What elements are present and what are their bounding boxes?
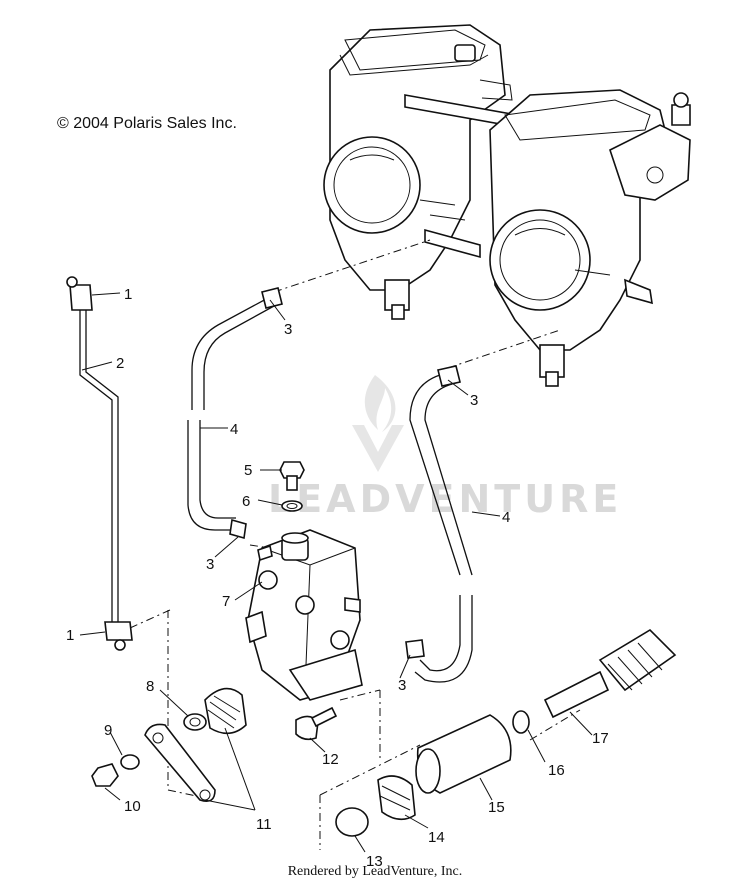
callout-11: 11	[256, 816, 272, 833]
callout-2: 2	[116, 355, 124, 372]
fuel-hose-left	[187, 287, 283, 540]
callout-6: 6	[242, 493, 250, 510]
callout-1-top: 1	[124, 286, 132, 303]
callout-16: 16	[548, 762, 565, 779]
drive-shaft-group	[335, 628, 677, 837]
render-credit: Rendered by LeadVenture, Inc.	[287, 864, 463, 879]
screw-12	[295, 706, 338, 741]
throttle-cable	[66, 276, 133, 651]
routing-lines	[129, 239, 581, 850]
callout-13: 13	[366, 853, 383, 870]
callout-1-bottom: 1	[66, 627, 74, 644]
callout-5: 5	[244, 462, 252, 479]
callout-3-b: 3	[470, 392, 478, 409]
callout-3-a: 3	[284, 321, 292, 338]
callout-7: 7	[222, 593, 230, 610]
callout-3-d: 3	[398, 677, 406, 694]
copyright-notice: © 2004 Polaris Sales Inc.	[57, 115, 237, 132]
callout-15: 15	[488, 799, 505, 816]
callout-4-left: 4	[230, 421, 238, 438]
callout-3-c: 3	[206, 556, 214, 573]
leader-lines	[79, 292, 593, 853]
callout-labels: 1 2 3 3 4 4 5 6 3 7 1 3 8 9 10 11 12 13 …	[66, 286, 609, 870]
watermark: LEADVENTURE	[268, 375, 622, 521]
callout-4-right: 4	[502, 509, 510, 526]
callout-9: 9	[104, 722, 112, 739]
callout-12: 12	[322, 751, 339, 768]
fuel-hose-right	[405, 365, 473, 683]
callout-17: 17	[592, 730, 609, 747]
callout-14: 14	[428, 829, 445, 846]
callout-8: 8	[146, 678, 154, 695]
watermark-text: LEADVENTURE	[268, 477, 622, 521]
fuel-pump	[245, 529, 363, 701]
carburetor-assembly	[323, 24, 691, 387]
spring-bracket-group	[91, 687, 247, 803]
callout-10: 10	[124, 798, 141, 815]
